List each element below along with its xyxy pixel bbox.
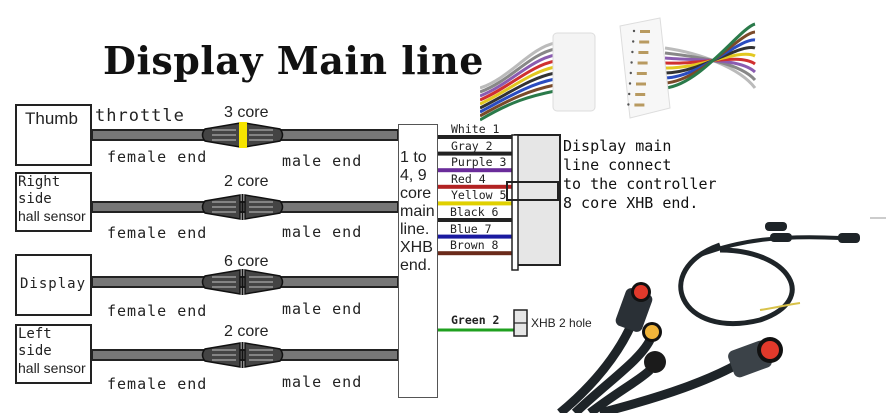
- description-line: 8 core XHB end.: [563, 194, 699, 212]
- female-end-label: female end: [107, 224, 208, 242]
- wire-label: Gray 2: [451, 138, 493, 153]
- description-line: Display main: [563, 137, 672, 155]
- connector-wires-right: [664, 22, 757, 90]
- wire-6: [438, 218, 512, 222]
- male-end-label: male end: [282, 152, 363, 170]
- wire-label: Purple 3: [451, 155, 507, 170]
- xhb-plug-right: [619, 17, 671, 119]
- wire-label: Red 4: [451, 171, 486, 186]
- wire-label: White 1: [451, 122, 500, 136]
- connector-wires-left: [480, 41, 556, 122]
- female-end-label: female end: [107, 375, 208, 393]
- connection-description: Display main line connect to the control…: [563, 137, 717, 213]
- main-line-label-line: 1 to: [400, 149, 427, 166]
- connector-display: [201, 269, 284, 295]
- xhb-8-connector-flange: [511, 134, 519, 271]
- device-label-line: hall sensor: [18, 360, 86, 376]
- green-wire-label: Green 2: [451, 313, 500, 327]
- device-label: Display: [20, 276, 87, 292]
- main-line-label-line: XHB: [400, 239, 433, 256]
- connector-right-hall-sensor: [201, 194, 284, 220]
- wire-4: [438, 184, 512, 189]
- waterproof-cable-photo: [557, 217, 886, 413]
- main-line-label-line: end.: [400, 257, 432, 274]
- wire-2: [438, 151, 512, 156]
- wire-label: Black 6: [450, 205, 499, 219]
- device-label-throttle: throttle: [95, 106, 185, 126]
- xhb-connector-photo: [480, 17, 757, 122]
- wire-5: [438, 201, 512, 206]
- connector-left-hall-sensor: [201, 342, 284, 368]
- wire-label: Blue 7: [450, 221, 492, 236]
- wire-8: [438, 251, 512, 256]
- wire-label: Yellow 5: [451, 188, 507, 203]
- xhb-8-connector-latch: [506, 181, 559, 201]
- wire-3: [438, 168, 512, 173]
- female-end-label: female end: [107, 302, 208, 320]
- device-label-line: side: [18, 343, 52, 359]
- device-box-thumb-throttle: Thumb: [15, 104, 92, 166]
- male-end-label: male end: [282, 223, 363, 241]
- wire-1: [438, 135, 512, 139]
- xhb-plug-left: [552, 32, 596, 112]
- male-end-label: male end: [282, 300, 363, 318]
- core-label: 2 core: [224, 173, 269, 190]
- main-line-label-line: main: [400, 203, 435, 220]
- main-line-label-line: line.: [400, 221, 430, 238]
- device-label-line: Right: [18, 174, 61, 190]
- male-end-label: male end: [282, 373, 363, 391]
- device-label-line: side: [18, 191, 52, 207]
- xhb-pin-marks: [627, 29, 650, 107]
- page-title: Display Main line: [103, 38, 484, 83]
- device-label: Thumb: [25, 109, 78, 128]
- core-label: 3 core: [224, 104, 269, 121]
- wire-7: [438, 234, 512, 239]
- wire-label: Brown 8: [450, 238, 499, 253]
- core-label: 6 core: [224, 253, 269, 270]
- xhb-2-hole-label: XHB 2 hole: [531, 316, 592, 330]
- female-end-label: female end: [107, 148, 208, 166]
- device-box-right-hall-sensor: Right side hall sensor: [15, 172, 92, 232]
- device-label-line: hall sensor: [18, 208, 86, 224]
- device-label-line: Left: [18, 326, 52, 342]
- core-label: 2 core: [224, 323, 269, 340]
- yellow-band: [239, 122, 247, 148]
- description-line: to the controller: [563, 175, 717, 193]
- device-box-display: Display: [15, 254, 92, 316]
- description-line: line connect: [563, 156, 672, 174]
- main-line-label-line: 4, 9: [400, 167, 427, 184]
- connector-thumb-throttle: [201, 122, 284, 148]
- device-box-left-hall-sensor: Left side hall sensor: [15, 324, 92, 384]
- main-line-label-line: core: [400, 185, 432, 202]
